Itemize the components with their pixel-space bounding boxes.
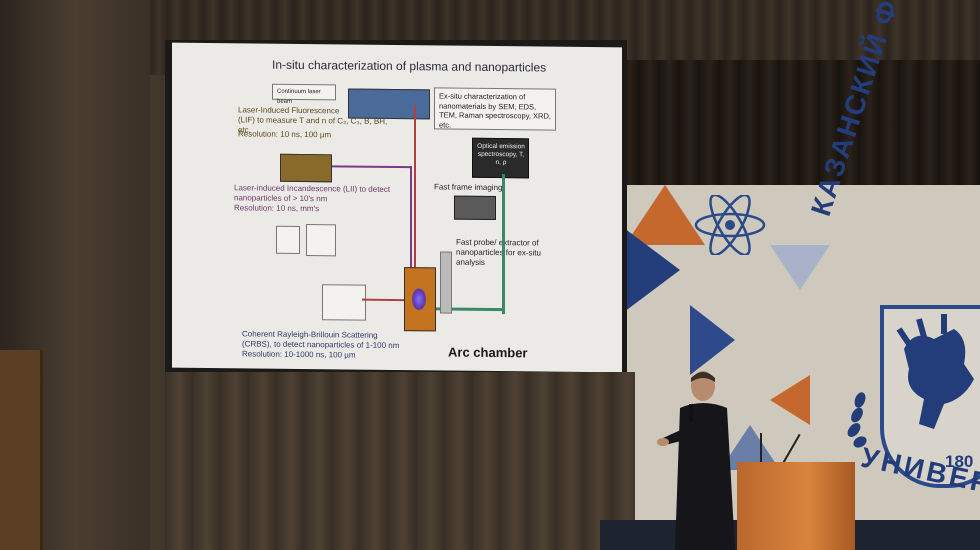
- fast-frame-label: Fast frame imaging: [434, 182, 503, 193]
- beam-purple: [332, 165, 412, 169]
- emblem-animal-icon: [896, 314, 974, 429]
- projector-screen: In-situ characterization of plasma and n…: [172, 42, 622, 373]
- lii-laser: [280, 153, 332, 183]
- emblem-year: 180: [945, 452, 974, 471]
- exsitu-text: Ex-situ characterization of nanomaterial…: [439, 91, 551, 130]
- podium: [737, 462, 855, 550]
- slide-title: In-situ characterization of plasma and n…: [272, 57, 547, 75]
- circuit-box-1: [276, 225, 300, 254]
- laser-box-label: Continuum laser beam: [277, 88, 321, 105]
- beam-green-vertical: [502, 174, 505, 315]
- right-curtain: [600, 60, 980, 200]
- lii-resolution: Resolution: 10 ns, mm's: [234, 203, 320, 214]
- banner-blue-shape-2: [690, 305, 735, 375]
- oes-box: Optical emission spectroscopy, T, n, ρ: [472, 137, 529, 179]
- camera: [454, 195, 496, 221]
- laurel-icon: [847, 392, 867, 448]
- arc-chamber-label: Arc chamber: [448, 344, 528, 361]
- lif-resolution: Resolution: 10 ns, 100 µm: [238, 129, 332, 140]
- banner-grey-shape: [770, 245, 830, 290]
- exsitu-box: Ex-situ characterization of nanomaterial…: [434, 87, 556, 131]
- microphone-stand: [760, 433, 762, 468]
- banner-orange-shape-2: [770, 375, 810, 425]
- laser-box: Continuum laser beam: [272, 83, 336, 105]
- atom-icon: [694, 195, 766, 255]
- fast-probe: [440, 251, 452, 314]
- banner-blue-shape: [620, 225, 680, 315]
- crbs-optics-box: [322, 284, 366, 321]
- door: [0, 350, 43, 550]
- plasma-glow: [412, 288, 426, 311]
- beam-red-vertical: [414, 105, 416, 286]
- circuit-box-2: [306, 224, 336, 257]
- oes-text: Optical emission spectroscopy, T, n, ρ: [477, 142, 525, 167]
- crbs-resolution: Resolution: 10-1000 ns, 100 µm: [242, 349, 356, 360]
- beam-red-horizontal: [362, 298, 404, 302]
- presenter-figure: [657, 371, 735, 550]
- arc-chamber: [404, 267, 436, 332]
- university-emblem: [880, 305, 980, 488]
- lower-curtain: [165, 372, 635, 550]
- fast-probe-label: Fast probe/ extractor of nanoparticles f…: [456, 237, 541, 267]
